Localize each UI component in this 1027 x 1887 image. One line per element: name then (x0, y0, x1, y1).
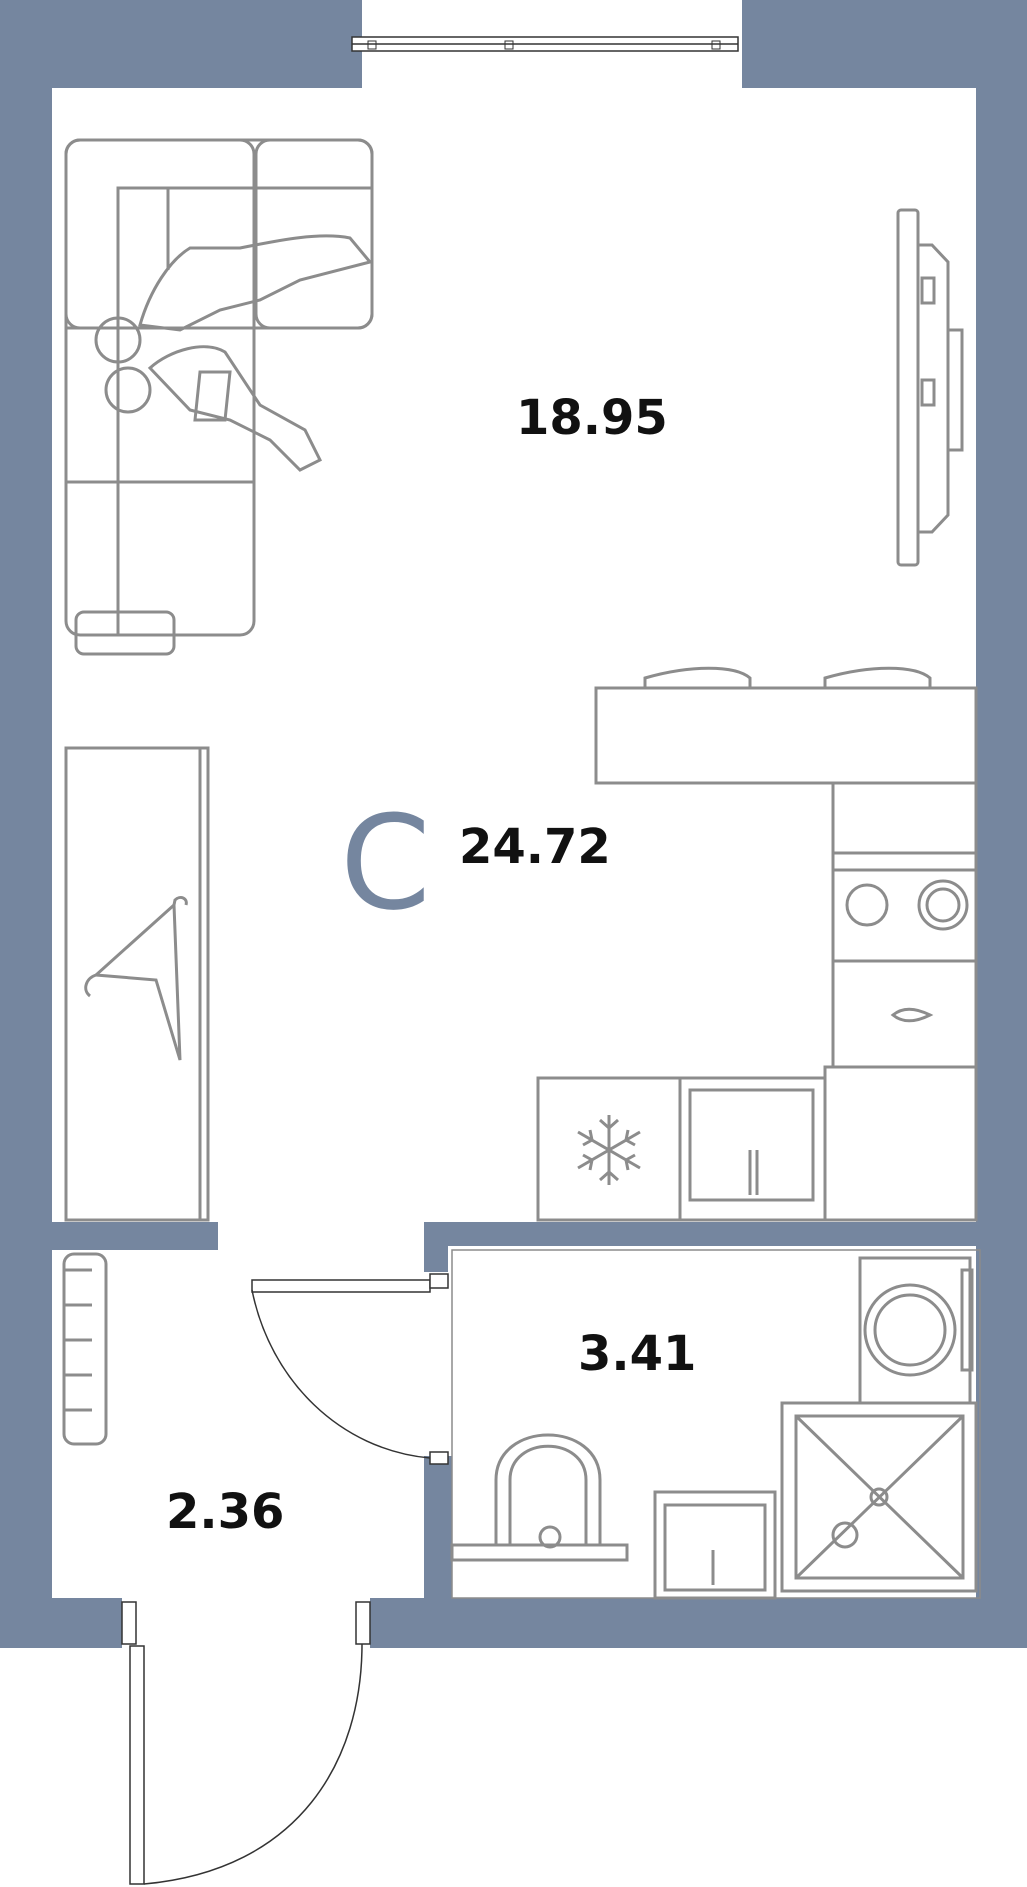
room-area-bathroom: 3.41 (578, 1326, 696, 1382)
window (351, 36, 739, 52)
washing-machine-drum (863, 1283, 957, 1377)
sink (688, 1088, 815, 1202)
total-area: 24.72 (459, 819, 611, 875)
stove-burner-left (845, 883, 889, 927)
people-icon (94, 234, 373, 472)
shower (780, 1401, 978, 1593)
window-latch-center (504, 40, 514, 50)
apartment-type-letter: С (340, 787, 431, 939)
tv-icon (896, 208, 964, 567)
stove-burner-right (917, 879, 969, 931)
kitchen-icon (536, 666, 978, 1222)
sofa-icon (64, 138, 374, 656)
kitchen-cabinet-upper (831, 781, 978, 855)
wall-right (976, 88, 1027, 1648)
wardrobe-icon (64, 746, 210, 1222)
wall-partition-left (52, 1222, 218, 1250)
entrance-door[interactable] (121, 1601, 371, 1885)
vanity-cabinet (653, 1490, 777, 1600)
snowflake-icon (577, 1115, 641, 1185)
corner-cabinet (823, 1065, 978, 1222)
faucet-drop (890, 1007, 934, 1023)
shoe-rack-icon (62, 1252, 108, 1446)
wall-bath-left-lower (424, 1456, 452, 1598)
room-area-hallway: 2.36 (166, 1484, 284, 1540)
window-latch-left (367, 40, 377, 50)
wall-bottom-right (370, 1598, 1027, 1648)
wall-left (0, 88, 52, 1648)
wall-partition-bath (430, 1222, 976, 1246)
toilet (831, 1521, 859, 1549)
bathroom-door[interactable] (251, 1273, 449, 1465)
sink-bath (494, 1433, 602, 1545)
window-latch-right (711, 40, 721, 50)
oven (831, 959, 978, 1069)
wall-bath-left-upper (424, 1222, 448, 1272)
bar-counter (594, 686, 978, 785)
wall-bottom-left (0, 1598, 122, 1648)
room-area-living: 18.95 (516, 390, 668, 446)
wall-top-left (0, 0, 362, 88)
bathroom-fixtures (450, 1249, 981, 1600)
walls (0, 0, 1027, 1648)
wall-top-right (742, 0, 1027, 88)
